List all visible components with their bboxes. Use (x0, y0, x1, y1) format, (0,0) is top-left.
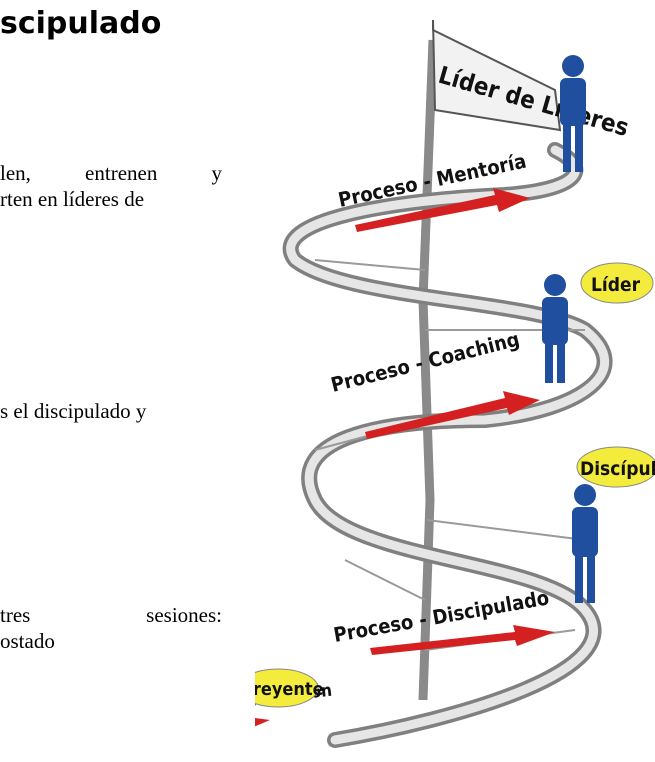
paragraph-2-line-1: s el discipulado y (0, 399, 147, 423)
badge-creyente-label: Creyente (255, 679, 324, 700)
figure-top-icon (560, 55, 586, 172)
flag (432, 19, 562, 132)
badge-lider-label: Líder (591, 274, 641, 296)
figure-discipulo-icon (572, 484, 598, 603)
spiral-ramp-surface (286, 145, 610, 745)
badge-creyente (255, 668, 319, 708)
badge-lider (580, 262, 654, 304)
badge-discipulo-label: Discípul (580, 458, 655, 480)
spiral-pole (418, 39, 438, 701)
paragraph-1-line-2: rten en líderes de (0, 187, 145, 211)
paragraph-3-line-2: ostado (0, 629, 55, 653)
paragraph-3-line-1: tres sesiones: (0, 603, 222, 627)
badge-discipulo (576, 446, 655, 488)
leadership-spiral-illustration: Líder de Líderes Proceso - Mentoría Proc… (255, 19, 655, 748)
paragraph-1-line-1: len, entrenen y (0, 161, 222, 185)
arrows (255, 188, 555, 727)
figure-lider-icon (542, 274, 568, 383)
page-title: scipulado (0, 6, 162, 41)
